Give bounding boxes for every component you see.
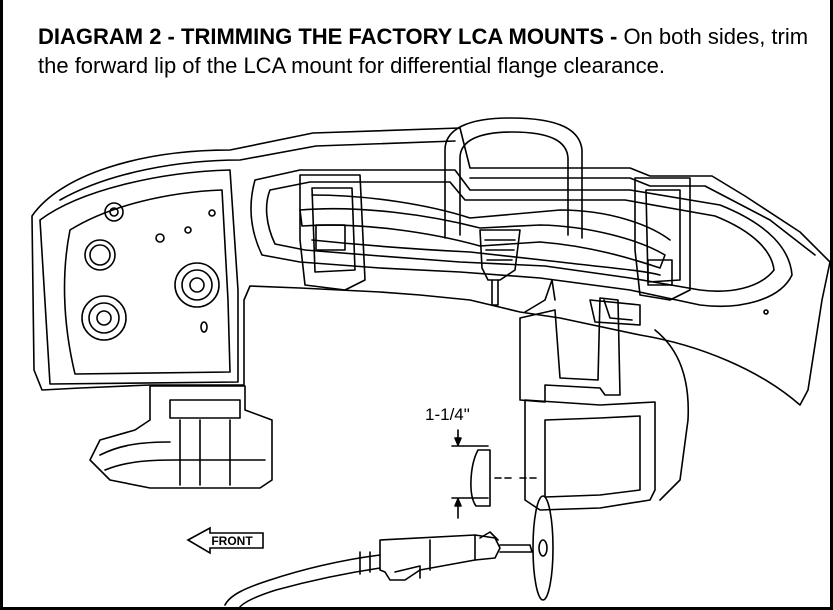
lca-mount-lower — [524, 399, 656, 511]
left-lower-bracket — [89, 385, 273, 489]
right-mount-bracket — [634, 177, 691, 301]
crossmember-inner-panel — [250, 169, 793, 308]
diagram-instruction: On both sides, trim the forward lip of t… — [38, 24, 809, 78]
crossmember-outline — [31, 127, 831, 406]
diagram-title: DIAGRAM 2 - TRIMMING THE FACTORY LCA MOU… — [38, 24, 618, 49]
die-grinder — [379, 534, 501, 581]
crossmember-top-flange — [59, 140, 816, 256]
left-mount-bracket — [299, 174, 366, 291]
cutting-disc — [532, 495, 554, 601]
pinion-stem — [479, 229, 521, 281]
front-label: FRONT — [211, 534, 253, 548]
dimension-label: 1-1/4" — [425, 405, 470, 424]
top-arch-bracket — [444, 117, 583, 239]
bolt-hole-1 — [104, 202, 124, 222]
air-hose — [224, 554, 381, 606]
cross-arm — [299, 207, 666, 269]
diagram-caption: DIAGRAM 2 - TRIMMING THE FACTORY LCA MOU… — [38, 22, 818, 80]
bolt-hole-2 — [84, 239, 116, 271]
bolt-hole-3 — [174, 262, 220, 308]
left-end-inner — [63, 189, 231, 375]
left-end-panel — [39, 169, 239, 385]
trimmed-lip — [470, 449, 491, 507]
crossmember-inner-panel-2 — [265, 181, 775, 292]
front-arrow: FRONT — [186, 526, 264, 555]
bolt-hole-4 — [81, 295, 127, 341]
